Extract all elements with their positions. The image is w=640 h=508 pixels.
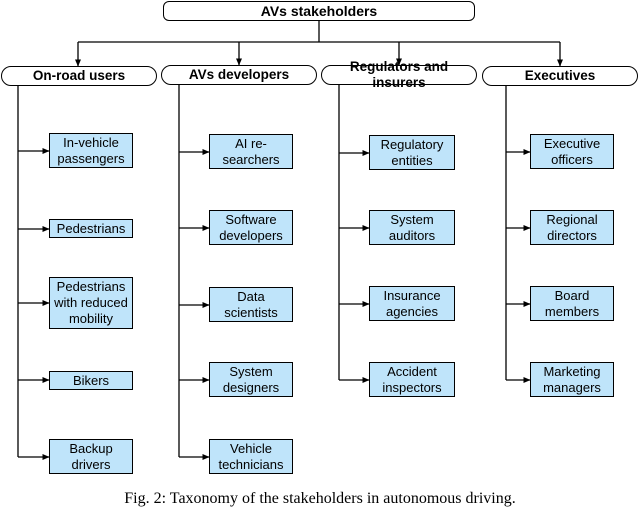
leaf-marketing-managers: Marketing managers — [530, 362, 614, 397]
category-executives: Executives — [482, 66, 638, 86]
leaf-vehicle-technicians: Vehicle technicians — [209, 439, 293, 474]
leaf-pedestrians-reduced-mobility: Pedestrians with reduced mobility — [49, 277, 133, 329]
leaf-in-vehicle-passengers: In-vehicle passengers — [49, 133, 133, 168]
leaf-data-scientists: Data scientists — [209, 287, 293, 322]
root-node: AVs stakeholders — [163, 1, 475, 21]
leaf-executive-officers: Executive officers — [530, 134, 614, 169]
leaf-board-members: Board members — [530, 286, 614, 321]
leaf-system-auditors: System auditors — [369, 210, 455, 245]
category-regulators-insurers: Regulators and insurers — [321, 59, 477, 90]
figure-caption: Fig. 2: Taxonomy of the stakeholders in … — [124, 490, 516, 507]
leaf-regulatory-entities: Regulatory entities — [369, 135, 455, 170]
leaf-software-developers: Software developers — [209, 210, 293, 245]
leaf-ai-researchers: AI re- searchers — [209, 134, 293, 169]
leaf-regional-directors: Regional directors — [530, 210, 614, 245]
leaf-backup-drivers: Backup drivers — [49, 439, 133, 474]
leaf-bikers: Bikers — [49, 371, 133, 390]
category-avs-developers: AVs developers — [161, 65, 317, 85]
leaf-system-designers: System designers — [209, 362, 293, 397]
leaf-insurance-agencies: Insurance agencies — [369, 286, 455, 321]
category-on-road-users: On-road users — [1, 66, 157, 86]
leaf-accident-inspectors: Accident inspectors — [369, 362, 455, 397]
leaf-pedestrians: Pedestrians — [49, 219, 133, 238]
